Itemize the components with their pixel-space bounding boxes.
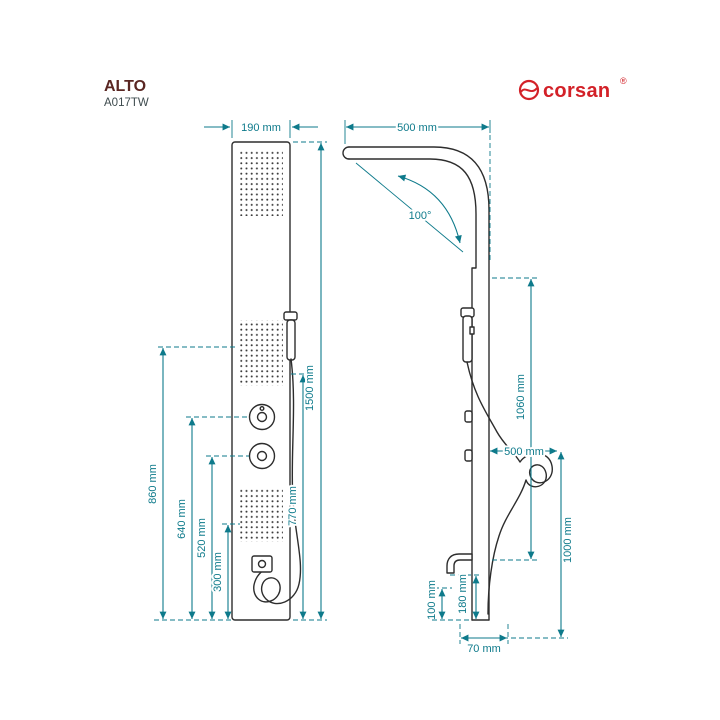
dimension-height-520: 520 mm — [194, 455, 249, 619]
dim-1060-label: 1060 mm — [515, 374, 527, 420]
dimension-hose-500: 500 mm — [490, 444, 557, 460]
registered-mark: ® — [620, 76, 627, 86]
arm-inner-edge — [348, 158, 477, 621]
dimension-bottom-100: 100 mm — [424, 578, 452, 622]
dim-70-label: 70 mm — [467, 643, 501, 655]
dim-520-label: 520 mm — [196, 518, 208, 558]
brand-name: corsan — [543, 80, 610, 102]
dim-reach-label: 500 mm — [397, 122, 437, 134]
rain-shower-perforation — [239, 150, 283, 216]
front-view — [231, 141, 302, 621]
product-name: ALTO — [104, 78, 146, 95]
dimension-reach-500: 500 mm — [344, 120, 491, 262]
dim-300-label: 300 mm — [212, 552, 224, 592]
dim-100-label: 100 mm — [426, 580, 438, 620]
dimension-bottom-180: 180 mm — [450, 572, 482, 619]
dimension-height-1500: 1500 mm — [293, 141, 327, 621]
top-knob — [248, 403, 276, 431]
hand-shower-side — [460, 307, 475, 363]
dim-hose-500-label: 500 mm — [504, 446, 544, 458]
dim-width-label: 190 mm — [241, 122, 281, 134]
dimension-height-770: 770 mm — [285, 373, 311, 619]
arm-outer-edge — [348, 146, 490, 621]
dimension-height-640: 640 mm — [174, 416, 249, 619]
brand-swirl-wave — [520, 87, 538, 93]
brand-swirl-icon — [518, 79, 540, 101]
dim-770-label: 770 mm — [287, 486, 299, 526]
spout-side — [446, 553, 473, 574]
dim-1500-label: 1500 mm — [304, 365, 316, 411]
hose-front — [253, 358, 302, 605]
dimension-height-1060: 1060 mm — [492, 277, 539, 561]
brand-logo: corsan ® — [518, 76, 627, 102]
dim-180-label: 180 mm — [457, 574, 469, 614]
header: ALTO A017TW corsan ® — [104, 76, 627, 109]
hose-side — [466, 361, 553, 615]
product-code: A017TW — [104, 97, 149, 109]
dim-1000-label: 1000 mm — [562, 517, 574, 563]
dimension-bottom-70: 70 mm — [459, 624, 509, 657]
low-spray-perforation — [239, 488, 283, 542]
dim-angle-label: 100° — [409, 210, 432, 222]
dim-860-label: 860 mm — [147, 464, 159, 504]
dimension-height-860: 860 mm — [145, 346, 236, 619]
bottom-knob — [248, 442, 276, 470]
dimension-angle-100: 100° — [355, 162, 464, 253]
hand-shower-front — [283, 311, 298, 361]
dim-640-label: 640 mm — [176, 499, 188, 539]
top-knob-side — [464, 410, 473, 423]
bottom-knob-side — [464, 449, 473, 462]
arm-tip-cap — [342, 146, 350, 160]
water-outlet-front — [251, 555, 273, 573]
dimension-height-300: 300 mm — [210, 523, 240, 619]
dimension-hose-1000: 1000 mm — [495, 452, 576, 639]
side-view — [342, 146, 553, 621]
mid-spray-perforation — [239, 320, 283, 386]
dimension-width-190: 190 mm — [204, 120, 318, 138]
